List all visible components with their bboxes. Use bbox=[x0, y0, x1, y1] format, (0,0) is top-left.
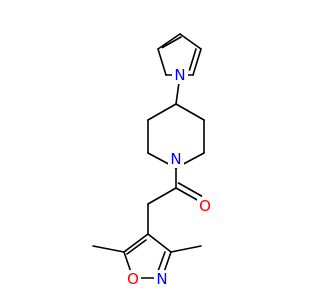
bond bbox=[123, 233, 149, 253]
carbonyl-oxygen: O bbox=[199, 197, 211, 215]
bond bbox=[179, 33, 202, 50]
piperidine-nitrogen: N bbox=[170, 150, 181, 168]
bond bbox=[177, 182, 203, 197]
bond bbox=[147, 187, 177, 205]
bond bbox=[126, 239, 147, 255]
bond bbox=[188, 48, 197, 71]
methyl-bond bbox=[170, 245, 202, 253]
label-background bbox=[125, 270, 141, 288]
isoxazole-nitrogen: N bbox=[156, 270, 167, 288]
methyl-bond bbox=[92, 245, 125, 253]
bond bbox=[192, 48, 202, 76]
isoxazole-oxygen: O bbox=[127, 270, 139, 288]
pyrrole-nitrogen: N bbox=[174, 66, 185, 84]
bond bbox=[147, 103, 177, 121]
label-background bbox=[168, 150, 184, 168]
bond bbox=[175, 187, 200, 202]
bond bbox=[175, 103, 205, 121]
pyrrole-ring bbox=[157, 33, 202, 76]
label-background bbox=[172, 66, 188, 84]
molecule-structure: N N O O N bbox=[92, 33, 213, 288]
bond bbox=[157, 48, 167, 76]
bond bbox=[157, 33, 181, 50]
label-background bbox=[154, 270, 170, 288]
bond bbox=[161, 36, 182, 49]
label-background bbox=[197, 197, 213, 215]
bond bbox=[147, 233, 172, 253]
